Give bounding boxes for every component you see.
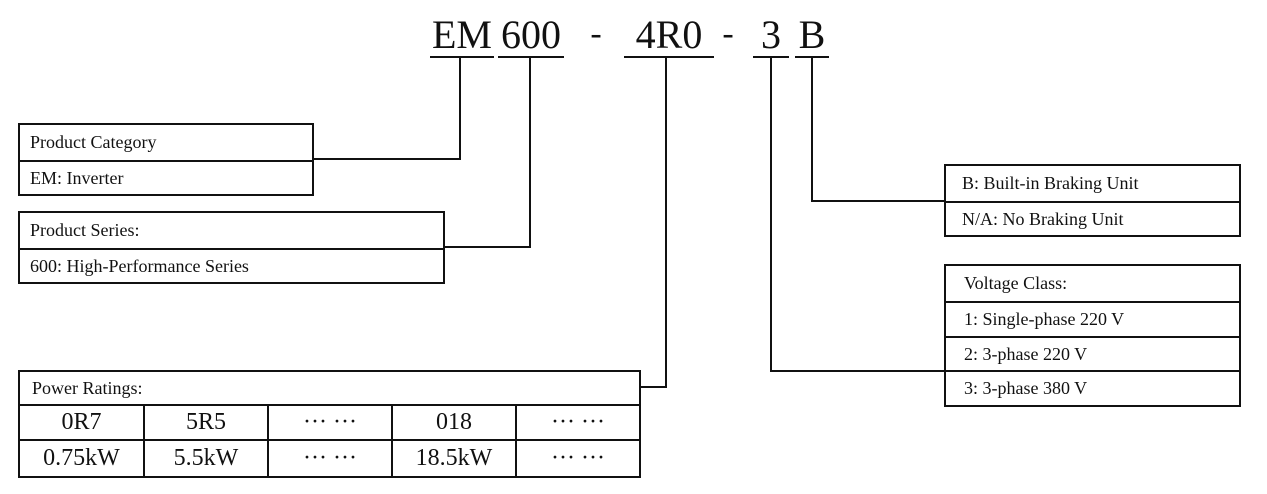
power-ratings-grid: 0R7 5R5 ··· ··· 018 ··· ··· 0.75kW 5.5kW… (20, 406, 639, 476)
braking-option-na: N/A: No Braking Unit (946, 201, 1239, 235)
power-code-cell: ··· ··· (517, 406, 639, 441)
power-value-cell: ··· ··· (269, 441, 393, 476)
code-voltage: 3 (753, 14, 789, 58)
connector-power-vertical (665, 57, 667, 388)
power-code-cell: 5R5 (145, 406, 269, 441)
product-series-title: Product Series: (30, 220, 140, 240)
product-series-value: 600: High-Performance Series (20, 248, 443, 282)
power-code-cell: 018 (393, 406, 517, 441)
voltage-class-title: Voltage Class: (964, 273, 1068, 293)
connector-braking-vertical (811, 57, 813, 202)
voltage-option: 1: Single-phase 220 V (946, 301, 1239, 336)
code-category: EM (430, 12, 494, 58)
connector-series-horizontal (443, 246, 531, 248)
connector-voltage-vertical (770, 57, 772, 372)
product-category-box: Product Category EM: Inverter (18, 123, 314, 196)
power-ratings-title: Power Ratings: (20, 372, 639, 406)
code-dash: - (590, 15, 602, 52)
code-series: 600 (498, 14, 564, 58)
connector-series-vertical (529, 57, 531, 248)
power-code-cell: ··· ··· (269, 406, 393, 441)
code-braking: B (795, 14, 829, 58)
power-value-cell: 18.5kW (393, 441, 517, 476)
power-value-cell: 0.75kW (20, 441, 145, 476)
braking-option-b: B: Built-in Braking Unit (962, 173, 1139, 193)
power-value-cell: 5.5kW (145, 441, 269, 476)
code-power: 4R0 (624, 14, 714, 58)
connector-voltage-horizontal (770, 370, 946, 372)
product-category-title: Product Category (30, 132, 157, 152)
product-series-box: Product Series: 600: High-Performance Se… (18, 211, 445, 284)
voltage-option: 2: 3-phase 220 V (946, 336, 1239, 370)
connector-category-vertical (459, 57, 461, 160)
power-code-cell: 0R7 (20, 406, 145, 441)
braking-box: B: Built-in Braking Unit N/A: No Braking… (944, 164, 1241, 237)
connector-category-horizontal (313, 158, 461, 160)
voltage-class-box: Voltage Class: 1: Single-phase 220 V 2: … (944, 264, 1241, 407)
product-category-value: EM: Inverter (20, 160, 312, 194)
voltage-option: 3: 3-phase 380 V (946, 370, 1239, 405)
connector-power-horizontal (640, 386, 667, 388)
power-ratings-table: Power Ratings: 0R7 5R5 ··· ··· 018 ··· ·… (18, 370, 641, 478)
power-value-cell: ··· ··· (551, 445, 605, 471)
code-dash: - (722, 15, 734, 52)
connector-braking-horizontal (811, 200, 946, 202)
